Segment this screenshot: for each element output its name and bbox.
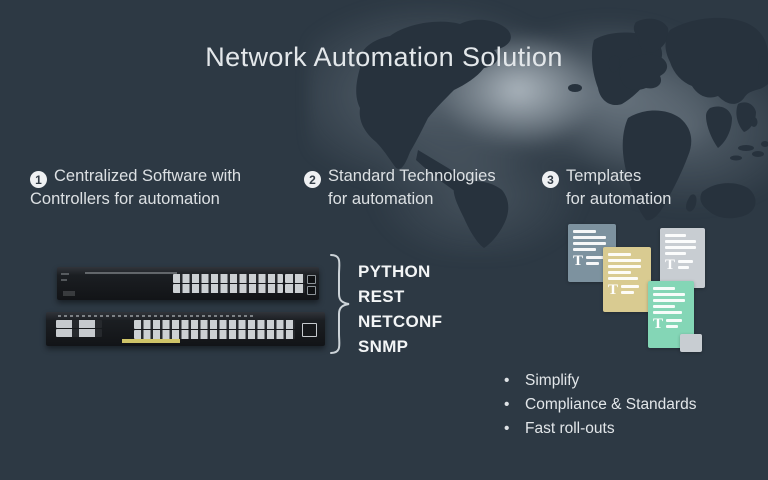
doc-text-line (621, 285, 639, 288)
switch-led-marks (61, 279, 67, 281)
doc-text-line (608, 259, 642, 262)
step-3-line1: 3 Templates (542, 165, 757, 188)
doc-letter-t: T (573, 253, 584, 269)
step-2-number-badge: 2 (304, 171, 321, 188)
switch-24port-image (57, 267, 319, 300)
doc-text-line (608, 277, 639, 280)
switch-48port-image (46, 312, 325, 346)
port-block-48 (134, 320, 295, 340)
template-doc-icon-gray: T (660, 228, 705, 288)
uplink-ports (285, 274, 305, 294)
doc-text-line (608, 253, 631, 256)
technology-item: NETCONF (358, 312, 443, 331)
switch-port-labels (58, 315, 255, 317)
port-row (134, 330, 295, 339)
step-1-text: Centralized Software with (54, 167, 242, 185)
step-1-number-badge: 1 (30, 171, 47, 188)
port-row (285, 274, 305, 283)
doc-text-line (573, 248, 596, 251)
technology-item: SNMP (358, 337, 409, 356)
doc-letter-t: T (653, 316, 664, 332)
template-doc-corner-gray (680, 334, 702, 352)
doc-text-line (573, 236, 607, 239)
benefit-item: • Fast roll-outs (504, 417, 696, 441)
technology-list: PYTHON REST NETCONF SNMP (358, 259, 442, 359)
cisco-logo-mark (63, 291, 75, 296)
doc-letter-t: T (608, 282, 619, 298)
benefit-text: Fast roll-outs (525, 420, 615, 437)
slide-title: Network Automation Solution (205, 42, 563, 72)
port-row (173, 284, 283, 293)
step-item-3: 3 Templates for automation (542, 165, 757, 210)
benefit-item: • Simplify (504, 369, 696, 393)
template-doc-icon-tan: T (603, 247, 651, 312)
step-item-1: 1 Centralized Software with Controllers f… (30, 165, 295, 210)
sfp-port-block (56, 320, 102, 338)
doc-text-line (678, 260, 694, 263)
doc-text-line (665, 252, 686, 255)
step-3-number-badge: 3 (542, 171, 559, 188)
grouping-brace-icon (330, 254, 350, 354)
doc-text-line (586, 256, 604, 259)
sfp-slots (307, 275, 316, 297)
doc-text-line (666, 319, 683, 322)
doc-text-line (653, 287, 675, 290)
doc-text-line (608, 271, 631, 274)
technology-item: PYTHON (358, 262, 431, 281)
benefit-item: • Compliance & Standards (504, 393, 696, 417)
world-map-graphic (308, 0, 768, 258)
benefit-text: Simplify (525, 372, 580, 389)
step-2-line1: 2 Standard Technologies (304, 165, 539, 188)
world-map-icon (356, 17, 768, 248)
doc-text-line (665, 240, 696, 243)
step-1-line1: 1 Centralized Software with (30, 165, 295, 188)
port-row (285, 284, 305, 293)
management-port (302, 323, 317, 337)
bullet-icon: • (504, 372, 510, 389)
step-2-text: Standard Technologies (328, 167, 496, 185)
doc-text-line (678, 266, 689, 269)
technology-item: REST (358, 287, 405, 306)
doc-text-line (653, 311, 682, 314)
benefits-list: • Simplify • Compliance & Standards • Fa… (504, 369, 696, 441)
port-row (56, 329, 102, 337)
port-block-24 (173, 274, 283, 294)
benefit-text: Compliance & Standards (525, 396, 697, 413)
switch-brand-text (85, 272, 177, 274)
step-1-line2: Controllers for automation (30, 190, 220, 208)
doc-text-line (573, 230, 596, 233)
step-2-line2: for automation (328, 190, 434, 208)
bullet-icon: • (504, 420, 510, 437)
port-row (173, 274, 283, 283)
yellow-label-strip (122, 339, 180, 343)
bullet-icon: • (504, 396, 510, 413)
doc-letter-t: T (665, 257, 676, 273)
doc-text-line (666, 325, 678, 328)
doc-text-line (608, 265, 642, 268)
doc-text-line (653, 293, 685, 296)
doc-text-line (665, 246, 696, 249)
switch-led-marks (61, 273, 69, 275)
step-3-line2: for automation (566, 190, 672, 208)
port-row (56, 320, 102, 328)
doc-text-line (573, 242, 607, 245)
step-3-text: Templates (566, 167, 642, 185)
doc-text-line (653, 305, 675, 308)
doc-text-line (586, 262, 599, 265)
doc-text-line (653, 299, 685, 302)
doc-text-line (621, 291, 634, 294)
step-item-2: 2 Standard Technologies for automation (304, 165, 539, 210)
port-row (134, 320, 295, 329)
doc-text-line (665, 234, 686, 237)
